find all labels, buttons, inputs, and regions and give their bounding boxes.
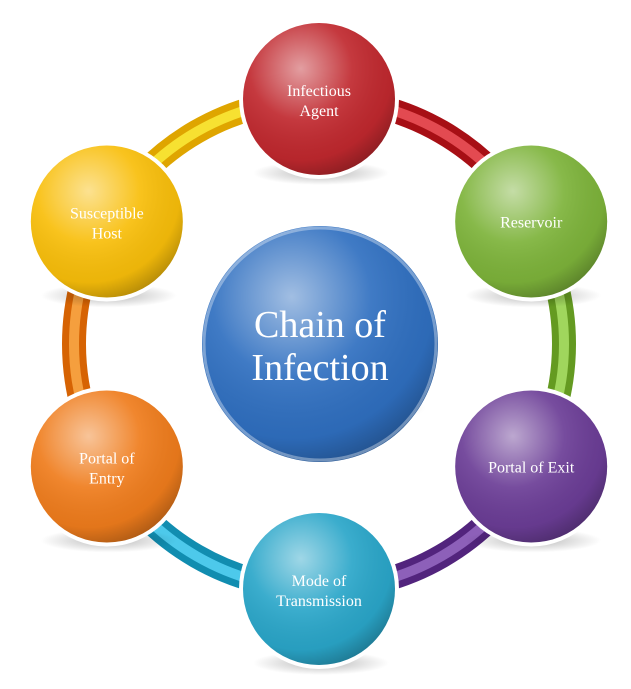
node-label-line2: Agent	[299, 103, 339, 120]
node-gloss	[243, 23, 395, 175]
node-label-line1: Infectious	[287, 83, 351, 100]
node-label-line1: Reservoir	[500, 215, 563, 232]
node-label-line1: Portal of Exit	[488, 460, 575, 477]
node-label-line2: Entry	[89, 471, 125, 488]
center-title-line1: Chain of	[254, 304, 386, 346]
node-gloss	[30, 145, 183, 298]
node-label-line2: Transmission	[276, 593, 362, 610]
node-portal-of-exit: Portal of Exit	[451, 386, 612, 553]
node-label-line1: Mode of	[292, 573, 347, 590]
center-title-line2: Infection	[251, 347, 388, 389]
node-gloss	[455, 145, 608, 298]
node-portal-of-entry: Portal of Entry	[26, 386, 187, 553]
node-gloss	[30, 390, 183, 543]
node-label-line1: Susceptible	[70, 206, 144, 223]
node-gloss	[243, 513, 395, 665]
node-label-line2: Host	[92, 226, 123, 243]
node-mode-of-transmission: Mode of Transmission	[239, 509, 399, 675]
node-gloss	[455, 390, 608, 543]
node-label-line1: Portal of	[79, 451, 135, 468]
center-node: Chain of Infection	[202, 226, 438, 462]
center-node-rim	[202, 226, 438, 462]
center-node-gloss	[202, 226, 438, 462]
node-reservoir: Reservoir	[451, 141, 612, 308]
